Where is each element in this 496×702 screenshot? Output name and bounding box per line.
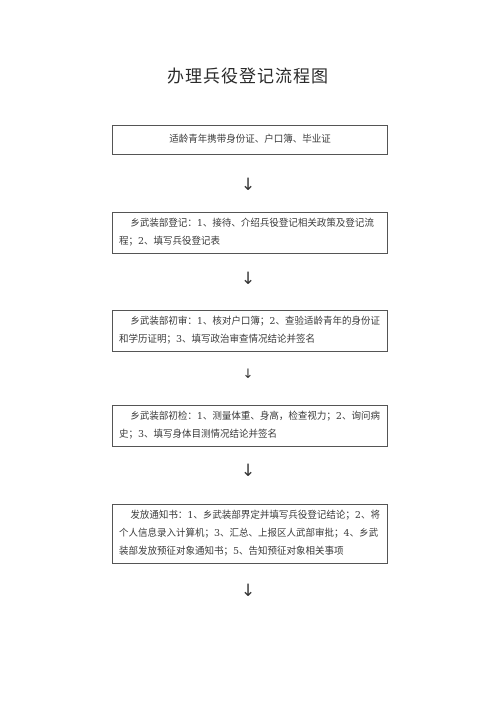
flow-step-5-text: 发放通知书：1、乡武装部界定并填写兵役登记结论；2、将个人信息录入计算机；3、汇… bbox=[119, 510, 380, 557]
page-title: 办理兵役登记流程图 bbox=[167, 67, 329, 87]
flow-step-4-text: 乡武装部初检：1、测量体重、身高，检查视力；2、询问病史；3、填写身体目测情况结… bbox=[119, 411, 380, 440]
arrow-down-icon: ↓ bbox=[240, 175, 256, 195]
arrow-down-icon: ↓ bbox=[240, 461, 256, 481]
flow-step-2-text: 乡武装部登记：1、接待、介绍兵役登记相关政策及登记流程；2、填写兵役登记表 bbox=[119, 218, 374, 247]
flow-step-4-box: 乡武装部初检：1、测量体重、身高，检查视力；2、询问病史；3、填写身体目测情况结… bbox=[112, 405, 388, 447]
arrow-down-icon: ↓ bbox=[240, 269, 256, 289]
flow-step-1-box: 适龄青年携带身份证、户口簿、毕业证 bbox=[112, 125, 388, 155]
arrow-down-icon: ↓ bbox=[242, 367, 254, 382]
flow-step-5-box: 发放通知书：1、乡武装部界定并填写兵役登记结论；2、将个人信息录入计算机；3、汇… bbox=[112, 504, 388, 564]
arrow-down-icon: ↓ bbox=[240, 581, 256, 601]
flow-step-3-box: 乡武装部初审：1、核对户口簿；2、查验适龄青年的身份证和学历证明；3、填写政治审… bbox=[112, 310, 388, 352]
flow-step-1-text: 适龄青年携带身份证、户口簿、毕业证 bbox=[169, 134, 331, 145]
flow-step-3-text: 乡武装部初审：1、核对户口簿；2、查验适龄青年的身份证和学历证明；3、填写政治审… bbox=[119, 316, 380, 345]
flow-step-2-box: 乡武装部登记：1、接待、介绍兵役登记相关政策及登记流程；2、填写兵役登记表 bbox=[112, 212, 388, 254]
